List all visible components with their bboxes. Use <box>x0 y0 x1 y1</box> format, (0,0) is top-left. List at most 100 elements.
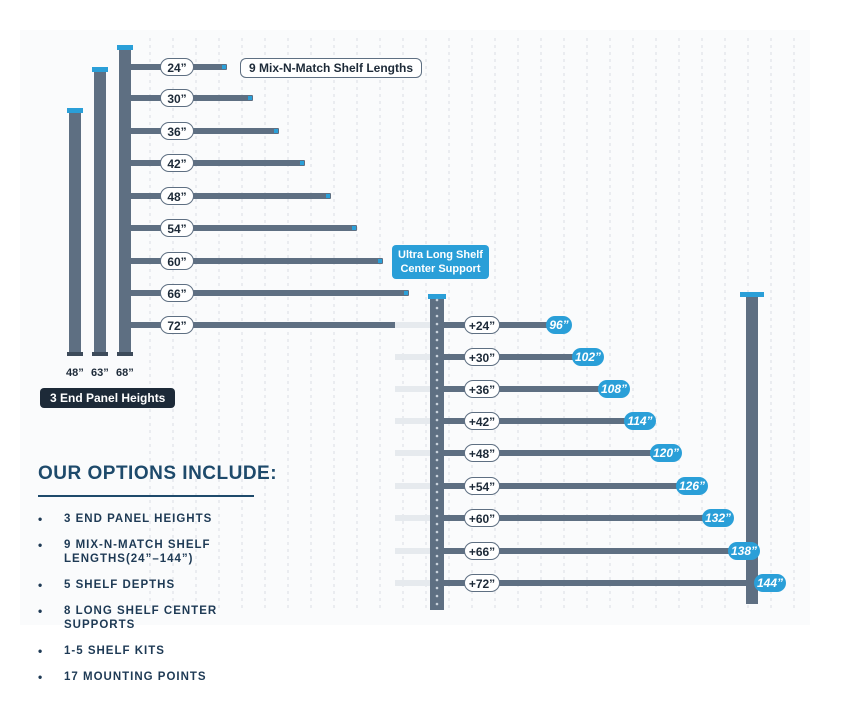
shelf-shadow <box>395 354 435 360</box>
mount-hole <box>435 386 439 390</box>
extension-bar <box>440 483 698 489</box>
shelf-end-cap <box>378 259 382 263</box>
extension-label: +42” <box>464 412 500 430</box>
mount-hole <box>435 394 439 398</box>
shelf-end-cap <box>274 129 278 133</box>
panel-foot <box>67 352 83 356</box>
shelf-shadow <box>395 483 435 489</box>
mount-hole <box>435 554 439 558</box>
total-length-label: 144” <box>754 574 786 592</box>
mount-hole <box>435 370 439 374</box>
mount-hole <box>435 418 439 422</box>
mount-hole <box>435 546 439 550</box>
mount-hole <box>435 506 439 510</box>
shelf-end-cap <box>248 96 252 100</box>
panel-height-48: 48” <box>66 367 84 379</box>
option-text: 1-5 SHELF KITS <box>64 645 165 657</box>
mount-hole <box>435 442 439 446</box>
right-panel-cap <box>740 292 764 297</box>
ultra-long-line2: Center Support <box>400 263 481 275</box>
bullet: • <box>38 512 44 526</box>
shelf-length-label: 24” <box>160 58 194 76</box>
mount-hole <box>435 322 439 326</box>
option-item: • 3 END PANEL HEIGHTS <box>38 512 254 526</box>
extension-label: +36” <box>464 380 500 398</box>
mount-hole <box>435 410 439 414</box>
extension-bar <box>440 515 724 521</box>
shelf-shadow <box>395 386 435 392</box>
option-text: 9 MIX-N-MATCH SHELF LENGTHS(24”–144”) <box>64 539 211 565</box>
shelf-shadow <box>395 322 435 328</box>
mount-hole <box>435 362 439 366</box>
option-item: • 17 MOUNTING POINTS <box>38 670 254 684</box>
option-item: • 1-5 SHELF KITS <box>38 644 254 658</box>
shelf-end-cap <box>352 226 356 230</box>
shelf-bar <box>128 193 331 199</box>
bullet: • <box>38 644 44 658</box>
mount-hole <box>435 306 439 310</box>
shelf-length-label: 48” <box>160 187 194 205</box>
mount-hole <box>435 474 439 478</box>
mount-hole <box>435 522 439 526</box>
mount-hole <box>435 378 439 382</box>
mount-hole <box>435 330 439 334</box>
shelf-bar <box>128 290 409 296</box>
extension-label: +24” <box>464 316 500 334</box>
ultra-long-line1: Ultra Long Shelf <box>398 249 483 261</box>
end-panel-right <box>746 294 758 604</box>
mount-hole <box>435 570 439 574</box>
bullet: • <box>38 604 44 618</box>
mount-hole <box>435 490 439 494</box>
shelf-bar <box>128 160 305 166</box>
total-length-label: 138” <box>728 542 760 560</box>
shelf-end-cap <box>404 291 408 295</box>
options-divider <box>38 495 254 497</box>
end-panel-63 <box>94 67 106 356</box>
panel-top-cap <box>92 67 108 72</box>
panel-foot <box>92 352 108 356</box>
mount-hole <box>435 346 439 350</box>
shelf-length-label: 60” <box>160 252 194 270</box>
extension-label: +54” <box>464 477 500 495</box>
end-panel-48 <box>69 108 81 356</box>
option-text: 5 SHELF DEPTHS <box>64 579 176 591</box>
shelf-shadow <box>395 580 435 586</box>
shelf-length-label: 42” <box>160 154 194 172</box>
mount-hole <box>435 530 439 534</box>
option-item: •8 LONG SHELF CENTER SUPPORTS <box>38 604 254 632</box>
extension-label: +48” <box>464 444 500 462</box>
extension-bar <box>440 548 750 554</box>
extension-bar <box>440 580 776 586</box>
extension-label: +72” <box>464 574 500 592</box>
mount-hole <box>435 402 439 406</box>
total-length-label: 120” <box>650 444 682 462</box>
panel-top-cap <box>117 45 133 50</box>
shelf-bar <box>128 128 279 134</box>
total-length-label: 102” <box>572 348 604 366</box>
option-item: • 5 SHELF DEPTHS <box>38 578 254 592</box>
mount-hole <box>435 450 439 454</box>
extension-label: +60” <box>464 509 500 527</box>
mount-hole <box>435 498 439 502</box>
panel-foot <box>117 352 133 356</box>
shelf-end-cap <box>222 65 226 69</box>
end-panel-68 <box>119 45 131 356</box>
extension-label: +66” <box>464 542 500 560</box>
total-length-label: 126” <box>676 477 708 495</box>
total-length-label: 96” <box>546 316 572 334</box>
total-length-label: 114” <box>624 412 656 430</box>
mount-hole <box>435 458 439 462</box>
shelf-length-label: 72” <box>160 316 194 334</box>
options-list: •3 END PANEL HEIGHTS •9 MIX-N-MATCH SHEL… <box>38 512 254 684</box>
mount-hole <box>435 482 439 486</box>
mount-hole <box>435 426 439 430</box>
bullet: • <box>38 670 44 684</box>
extension-label: +30” <box>464 348 500 366</box>
panel-height-63: 63” <box>91 367 109 379</box>
option-item: •9 MIX-N-MATCH SHELF LENGTHS(24”–144”) <box>38 538 254 566</box>
mount-hole <box>435 314 439 318</box>
option-text: 3 END PANEL HEIGHTS <box>64 513 213 525</box>
option-text: 17 MOUNTING POINTS <box>64 671 207 683</box>
bullet: • <box>38 578 44 592</box>
